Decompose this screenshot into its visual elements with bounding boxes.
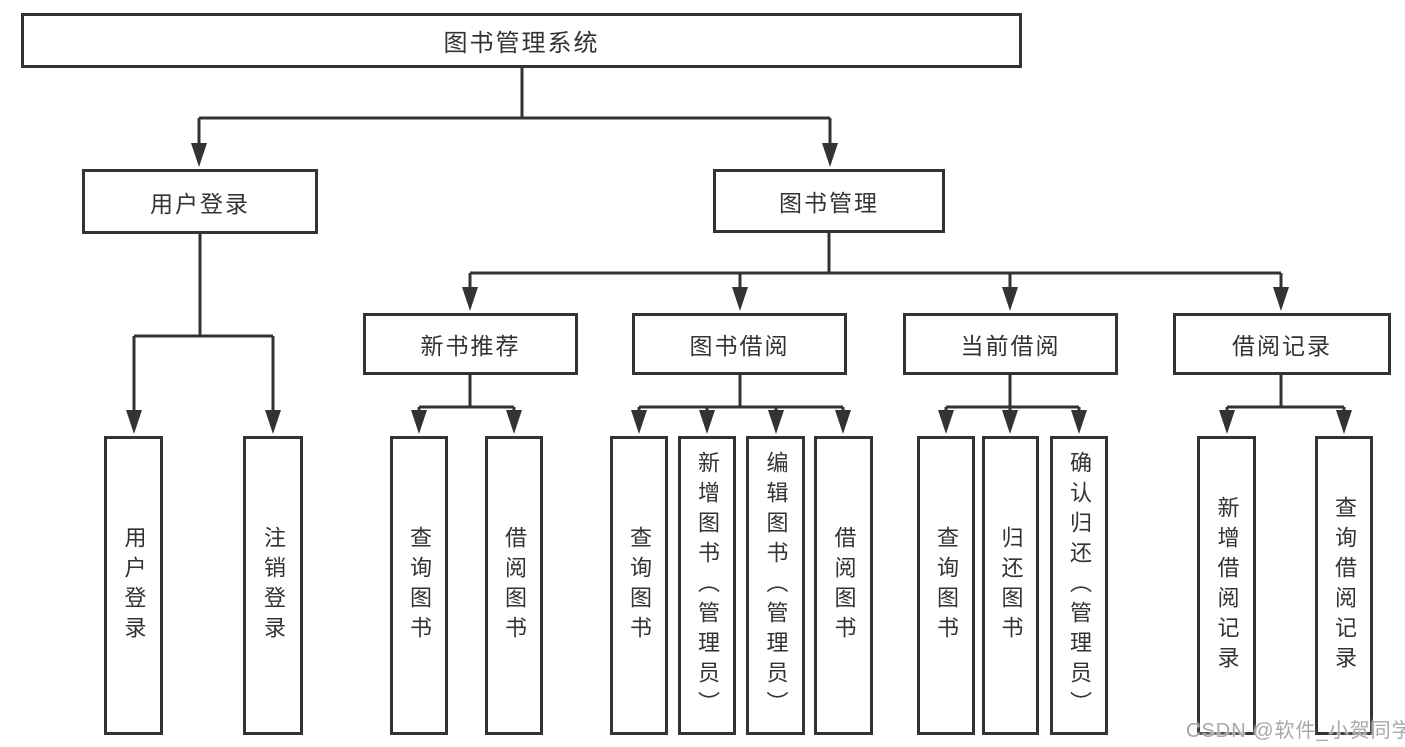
leaf-query-borrow-record: 查询借阅记录: [1315, 436, 1373, 735]
node-library-management-system: 图书管理系统: [21, 13, 1022, 68]
watermark: CSDN @软件_小贺同学: [1186, 720, 1405, 742]
node-book-borrowing: 图书借阅: [632, 313, 847, 375]
leaf-return-books: 归还图书: [982, 436, 1039, 735]
leaf-query-books-recommend: 查询图书: [390, 436, 448, 735]
leaf-add-borrow-record: 新增借阅记录: [1197, 436, 1256, 735]
leaf-borrow-books-recommend: 借阅图书: [485, 436, 543, 735]
node-new-book-recommendation: 新书推荐: [363, 313, 578, 375]
leaf-query-books-borrowing: 查询图书: [610, 436, 668, 735]
node-current-borrowing: 当前借阅: [903, 313, 1118, 375]
node-book-management: 图书管理: [713, 169, 945, 233]
leaf-user-login: 用户登录: [104, 436, 163, 735]
leaf-logout: 注销登录: [243, 436, 303, 735]
node-user-login: 用户登录: [82, 169, 318, 234]
leaf-query-books-current: 查询图书: [917, 436, 975, 735]
leaf-add-books-admin: 新增图书（管理员）: [678, 436, 736, 735]
leaf-borrow-books-borrowing: 借阅图书: [814, 436, 873, 735]
node-borrowing-records: 借阅记录: [1173, 313, 1391, 375]
leaf-edit-books-admin: 编辑图书（管理员）: [746, 436, 805, 735]
leaf-confirm-return-admin: 确认归还（管理员）: [1050, 436, 1108, 735]
